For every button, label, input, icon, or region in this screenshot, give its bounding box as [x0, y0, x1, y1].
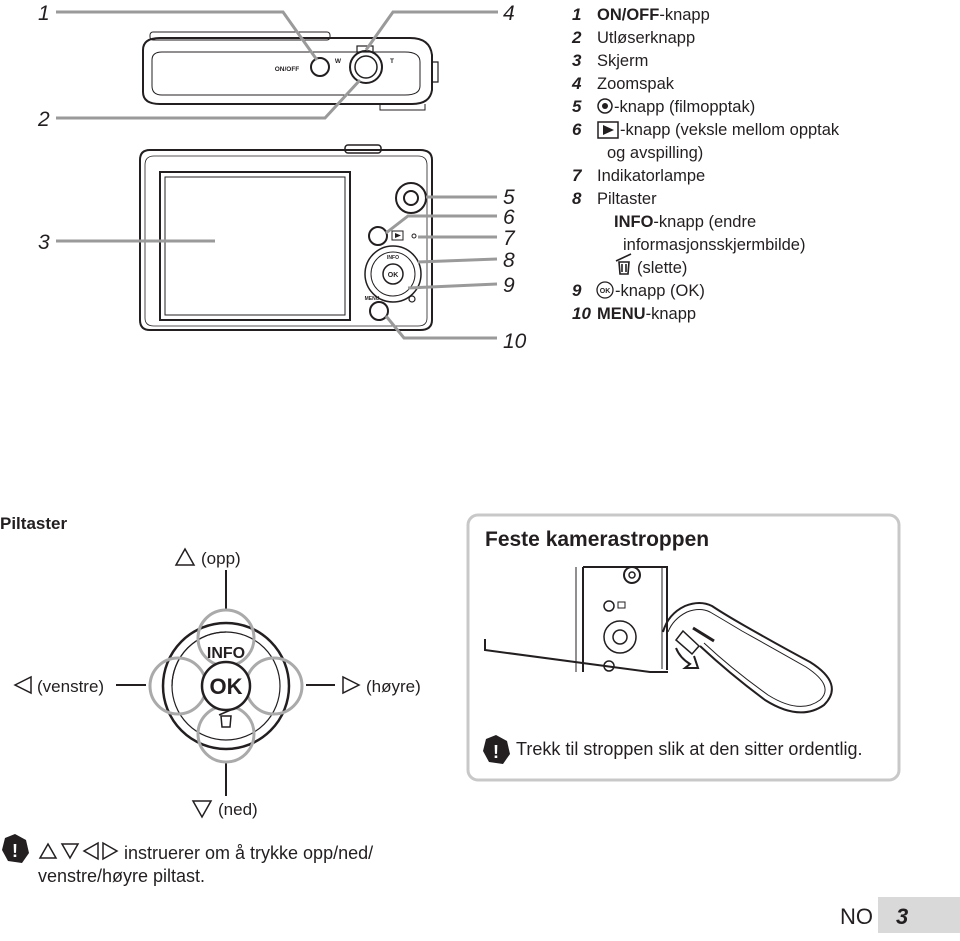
pad-note-line1: instruerer om å trykke opp/ned/	[124, 843, 373, 863]
strap-illustration	[484, 566, 833, 714]
legend-bold: MENU	[597, 305, 646, 323]
callout-5: 5	[503, 186, 515, 209]
strap-title: Feste kamerastroppen	[485, 528, 709, 551]
arrow-pad	[161, 621, 291, 751]
warning-icon: !	[2, 834, 29, 863]
legend-num: 9	[572, 281, 582, 300]
strap-box	[466, 513, 901, 782]
record-icon	[597, 98, 613, 114]
trash-icon	[615, 253, 632, 275]
up-label: (opp)	[201, 549, 241, 568]
t-label: T	[390, 58, 394, 65]
callout-1: 1	[38, 2, 50, 25]
parts-legend: 1 ON/OFF-knapp 2 Utløserknapp 3 Skjerm 4…	[571, 5, 840, 323]
trash-icon	[218, 708, 234, 728]
legend-num: 5	[572, 97, 582, 116]
page-tab	[878, 897, 960, 933]
right-label: (høyre)	[366, 677, 421, 696]
callout-10: 10	[503, 330, 527, 353]
callout-9: 9	[503, 274, 515, 297]
legend-bold: ON/OFF	[597, 6, 659, 24]
legend-rest: -knapp (endre	[653, 213, 756, 231]
legend-text: -knapp (filmopptak)	[614, 98, 755, 116]
legend-text: MENU-knapp	[597, 305, 696, 323]
pad-ok-label: OK	[210, 674, 243, 699]
callout-3: 3	[38, 231, 50, 254]
legend-num: 10	[572, 304, 591, 323]
legend-text: (slette)	[637, 259, 687, 277]
camera-top-view	[142, 31, 439, 111]
callout-8: 8	[503, 249, 515, 272]
legend-rest: -knapp	[646, 305, 696, 323]
legend-text: og avspilling)	[607, 144, 703, 162]
ok-button	[200, 660, 252, 712]
legend-num: 7	[572, 166, 583, 185]
left-label: (venstre)	[37, 677, 104, 696]
menu-label: MENU	[365, 296, 380, 302]
piltaster-title: Piltaster	[0, 514, 67, 533]
up-triangle-icon	[174, 547, 196, 566]
legend-text: Utløserknapp	[597, 29, 695, 47]
play-icon	[597, 121, 619, 139]
legend-text: Zoomspak	[597, 75, 675, 93]
legend-text: ON/OFF-knapp	[597, 6, 710, 24]
strap-note: Trekk til stroppen slik at den sitter or…	[516, 739, 862, 759]
left-triangle-icon	[13, 675, 32, 695]
legend-num: 1	[572, 5, 581, 24]
legend-num: 3	[572, 51, 582, 70]
svg-text:!: !	[493, 742, 499, 762]
svg-text:!: !	[12, 841, 18, 861]
legend-rest: -knapp	[659, 6, 709, 24]
legend-text: informasjonsskjermbilde)	[623, 236, 805, 254]
legend-text: -knapp (OK)	[615, 282, 705, 300]
callout-lines	[56, 10, 498, 340]
footer-lang: NO	[840, 904, 873, 929]
right-triangle-icon	[342, 675, 361, 695]
info-label: INFO	[387, 255, 399, 261]
legend-text: Skjerm	[597, 52, 648, 70]
down-triangle-icon	[191, 800, 213, 819]
arrow-keys-icons	[38, 841, 119, 861]
down-label: (ned)	[218, 800, 258, 819]
callout-6: 6	[503, 206, 515, 229]
callout-4: 4	[503, 2, 515, 25]
ok-icon: OK	[596, 281, 614, 299]
legend-num: 6	[572, 120, 582, 139]
legend-text: -knapp (veksle mellom opptak	[620, 121, 840, 139]
ok-label: OK	[388, 272, 399, 279]
callout-2: 2	[37, 108, 50, 131]
callout-7: 7	[503, 227, 516, 250]
w-label: W	[335, 58, 342, 65]
page-number: 3	[896, 904, 908, 929]
legend-text: Piltaster	[597, 190, 657, 208]
pad-info-label: INFO	[207, 645, 245, 662]
warning-icon: !	[483, 735, 510, 764]
legend-num: 8	[572, 189, 582, 208]
legend-num: 4	[571, 74, 582, 93]
legend-num: 2	[571, 28, 582, 47]
legend-bold: INFO	[614, 213, 654, 231]
svg-text:OK: OK	[600, 288, 611, 295]
legend-text: Indikatorlampe	[597, 167, 705, 185]
pad-note-line2: venstre/høyre piltast.	[38, 866, 205, 886]
on-off-label: ON/OFF	[275, 66, 300, 73]
legend-text: INFO-knapp (endre	[614, 213, 756, 231]
camera-back-view	[139, 144, 433, 331]
